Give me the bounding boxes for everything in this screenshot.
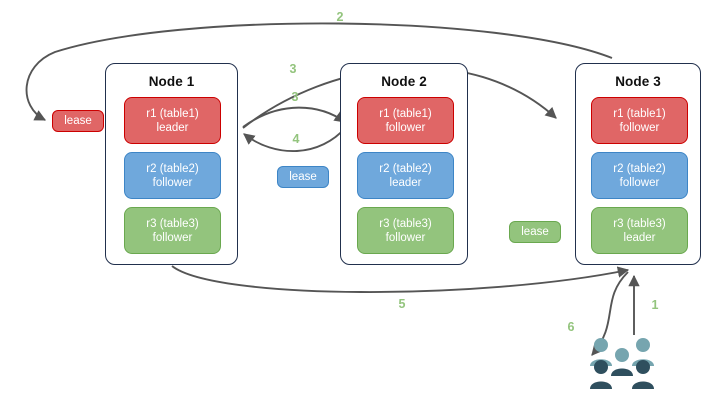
node-1-replica-r3-name: r3 (table3) bbox=[146, 217, 199, 230]
edge-label-1: 1 bbox=[651, 298, 659, 312]
node-1-replica-r2-role: follower bbox=[152, 176, 193, 189]
node-3-replica-r1-name: r1 (table1) bbox=[613, 107, 666, 120]
node-3-title: Node 3 bbox=[615, 74, 661, 89]
node-2-replica-r2[interactable]: r2 (table2) leader bbox=[357, 152, 454, 199]
node-1-replica-r1-name: r1 (table1) bbox=[146, 107, 199, 120]
node-3-replica-r2-role: follower bbox=[619, 176, 660, 189]
node-2-box[interactable]: Node 2 r1 (table1) follower r2 (table2) … bbox=[340, 63, 468, 265]
edge-3-node1-to-node2 bbox=[242, 106, 346, 128]
edge-label-6: 6 bbox=[567, 320, 575, 334]
lease-table3-badge[interactable]: lease bbox=[509, 221, 561, 243]
edge-label-3-upper: 3 bbox=[289, 62, 297, 76]
node-1-replica-r2[interactable]: r2 (table2) follower bbox=[124, 152, 221, 199]
node-1-title: Node 1 bbox=[148, 74, 195, 89]
node-2-replica-r1[interactable]: r1 (table1) follower bbox=[357, 97, 454, 144]
edge-5-node1-to-node3 bbox=[171, 265, 630, 293]
node-2-replica-r2-name: r2 (table2) bbox=[379, 162, 432, 175]
node-2-title: Node 2 bbox=[381, 74, 427, 89]
edge-label-4: 4 bbox=[292, 132, 300, 146]
node-2-replica-r3-name: r3 (table3) bbox=[379, 217, 432, 230]
lease-table1-badge[interactable]: lease bbox=[52, 110, 104, 132]
edge-label-2: 2 bbox=[336, 10, 344, 24]
node-1-replica-r1[interactable]: r1 (table1) leader bbox=[124, 97, 221, 144]
node-2-replica-r1-role: follower bbox=[385, 121, 426, 134]
node-2-replica-r3-role: follower bbox=[385, 231, 426, 244]
node-3-replica-r2[interactable]: r2 (table2) follower bbox=[591, 152, 688, 199]
node-3-replica-r1[interactable]: r1 (table1) follower bbox=[591, 97, 688, 144]
node-1-box[interactable]: Node 1 r1 (table1) leader r2 (table2) fo… bbox=[105, 63, 238, 265]
node-1-replica-r3-role: follower bbox=[152, 231, 193, 244]
node-2-replica-r2-role: leader bbox=[389, 176, 422, 189]
node-3-replica-r3[interactable]: r3 (table3) leader bbox=[591, 207, 688, 254]
edge-label-3-lower: 3 bbox=[291, 90, 299, 104]
node-2-replica-r1-name: r1 (table1) bbox=[379, 107, 432, 120]
edge-label-5: 5 bbox=[398, 297, 406, 311]
node-3-replica-r3-name: r3 (table3) bbox=[613, 217, 666, 230]
node-3-replica-r3-role: leader bbox=[623, 231, 656, 244]
lease-table2-label: lease bbox=[289, 171, 317, 183]
node-1-replica-r3[interactable]: r3 (table3) follower bbox=[124, 207, 221, 254]
node-1-replica-r1-role: leader bbox=[156, 121, 189, 134]
node-1-replica-r2-name: r2 (table2) bbox=[146, 162, 199, 175]
users-icon bbox=[590, 338, 654, 389]
lease-table2-badge[interactable]: lease bbox=[277, 166, 329, 188]
lease-table3-label: lease bbox=[521, 226, 549, 238]
lease-table1-label: lease bbox=[64, 115, 92, 127]
node-2-replica-r3[interactable]: r3 (table3) follower bbox=[357, 207, 454, 254]
node-3-replica-r2-name: r2 (table2) bbox=[613, 162, 666, 175]
node-3-box[interactable]: Node 3 r1 (table1) follower r2 (table2) … bbox=[575, 63, 701, 265]
node-3-replica-r1-role: follower bbox=[619, 121, 660, 134]
